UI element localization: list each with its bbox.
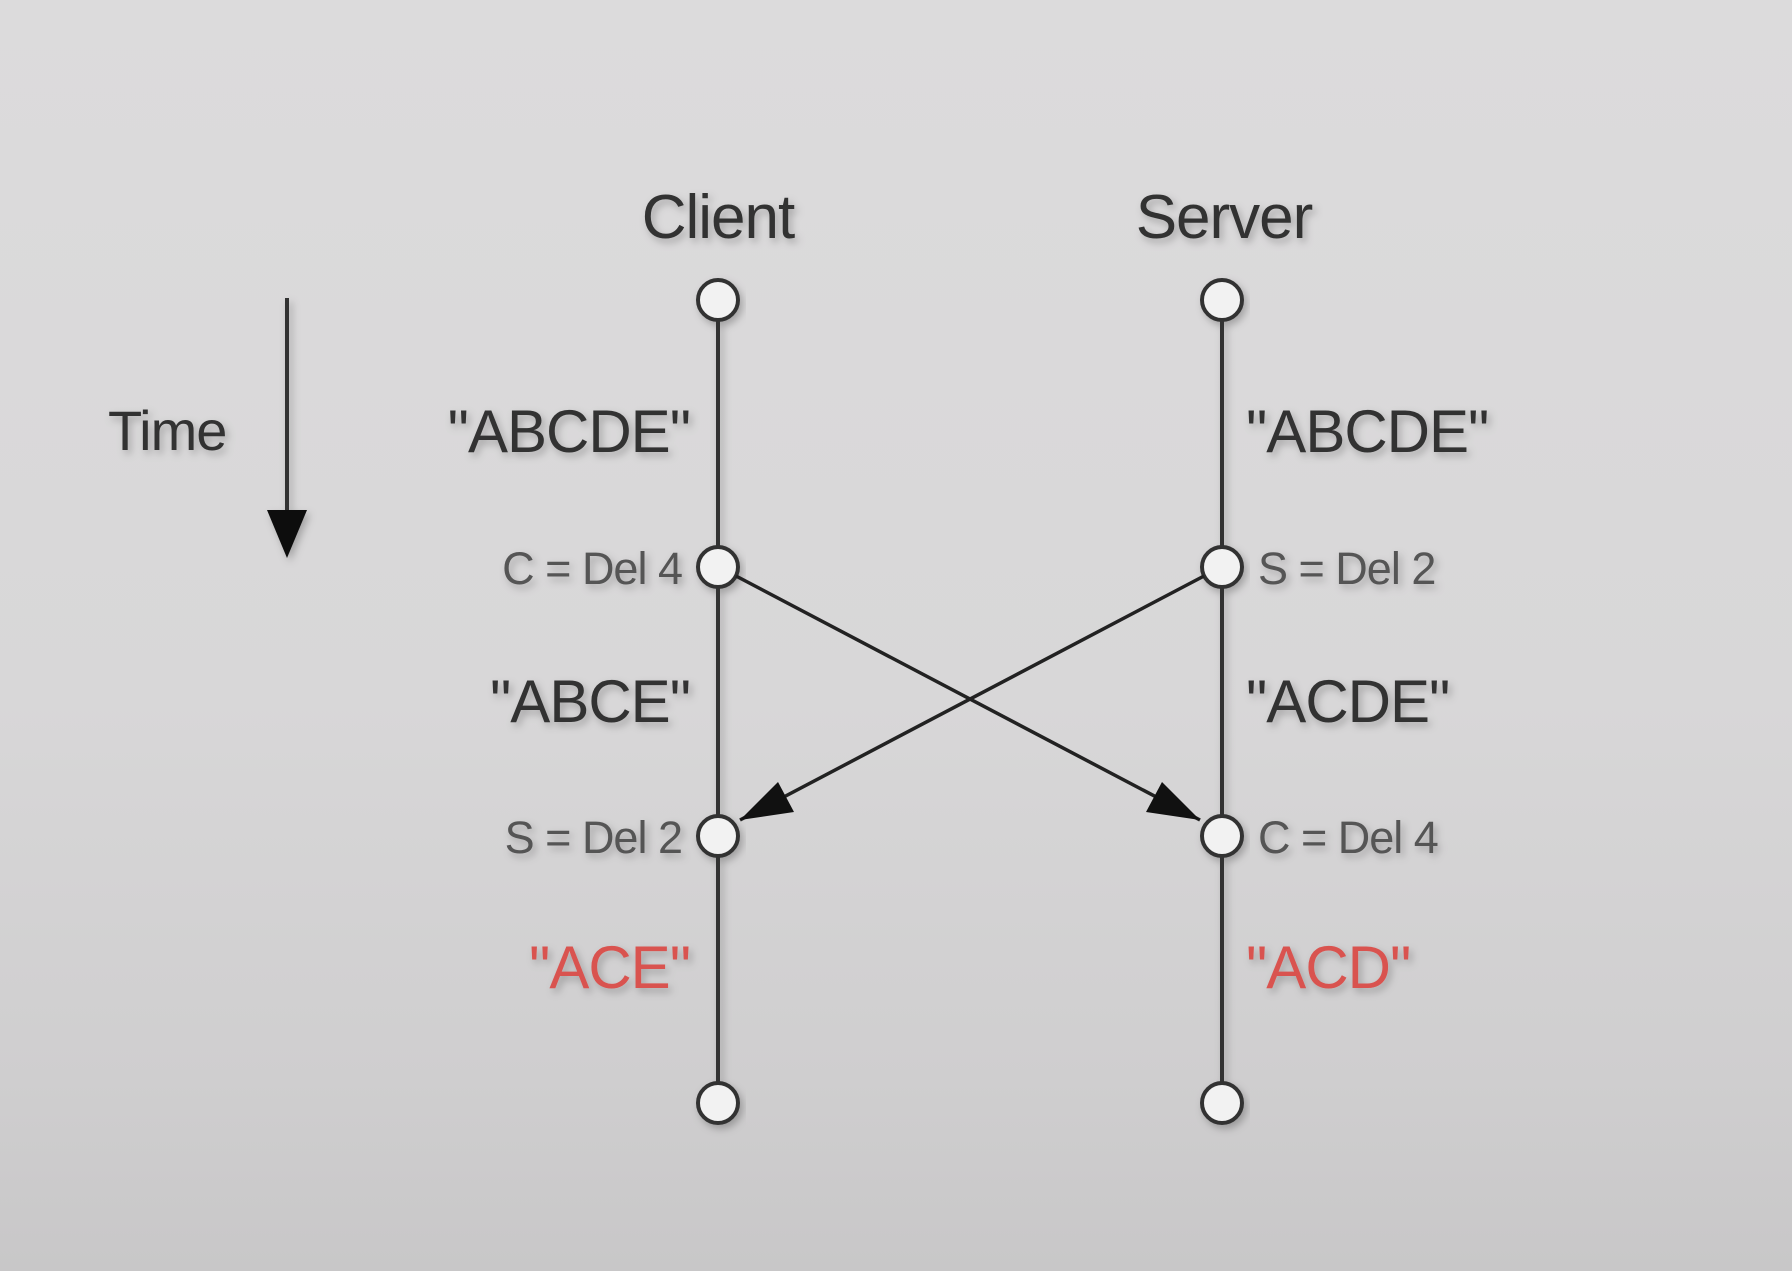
client-start-node	[696, 278, 740, 322]
client-end-node	[696, 1081, 740, 1125]
message-arrows	[735, 574, 1205, 822]
client-local-op-node	[696, 545, 740, 589]
client-state-after-local: "ABCE"	[490, 668, 690, 735]
server-to-client-arrowhead-icon	[740, 782, 794, 820]
server-state-initial: "ABCDE"	[1246, 398, 1488, 465]
server-local-op-node	[1200, 545, 1244, 589]
server-timeline	[1200, 278, 1244, 1125]
server-state-after-local: "ACDE"	[1246, 668, 1449, 735]
time-axis: Time	[108, 298, 307, 558]
client-heading: Client	[642, 183, 795, 252]
server-end-node	[1200, 1081, 1244, 1125]
server-start-node	[1200, 278, 1244, 322]
client-state-final: "ACE"	[529, 934, 690, 1001]
client-remote-op-label: S = Del 2	[505, 812, 682, 863]
client-local-op-label: C = Del 4	[502, 543, 682, 594]
time-arrow-icon	[267, 510, 307, 558]
server-remote-op-label: C = Del 4	[1258, 812, 1438, 863]
client-timeline	[696, 278, 740, 1125]
server-local-op-label: S = Del 2	[1258, 543, 1435, 594]
server-remote-op-node	[1200, 814, 1244, 858]
client-to-server-arrow	[735, 574, 1201, 822]
server-heading: Server	[1136, 183, 1313, 252]
server-state-final: "ACD"	[1246, 934, 1410, 1001]
client-to-server-arrowhead-icon	[1146, 782, 1200, 820]
client-state-initial: "ABCDE"	[448, 398, 690, 465]
client-remote-op-node	[696, 814, 740, 858]
time-label: Time	[108, 399, 226, 462]
server-to-client-arrow	[739, 574, 1205, 822]
